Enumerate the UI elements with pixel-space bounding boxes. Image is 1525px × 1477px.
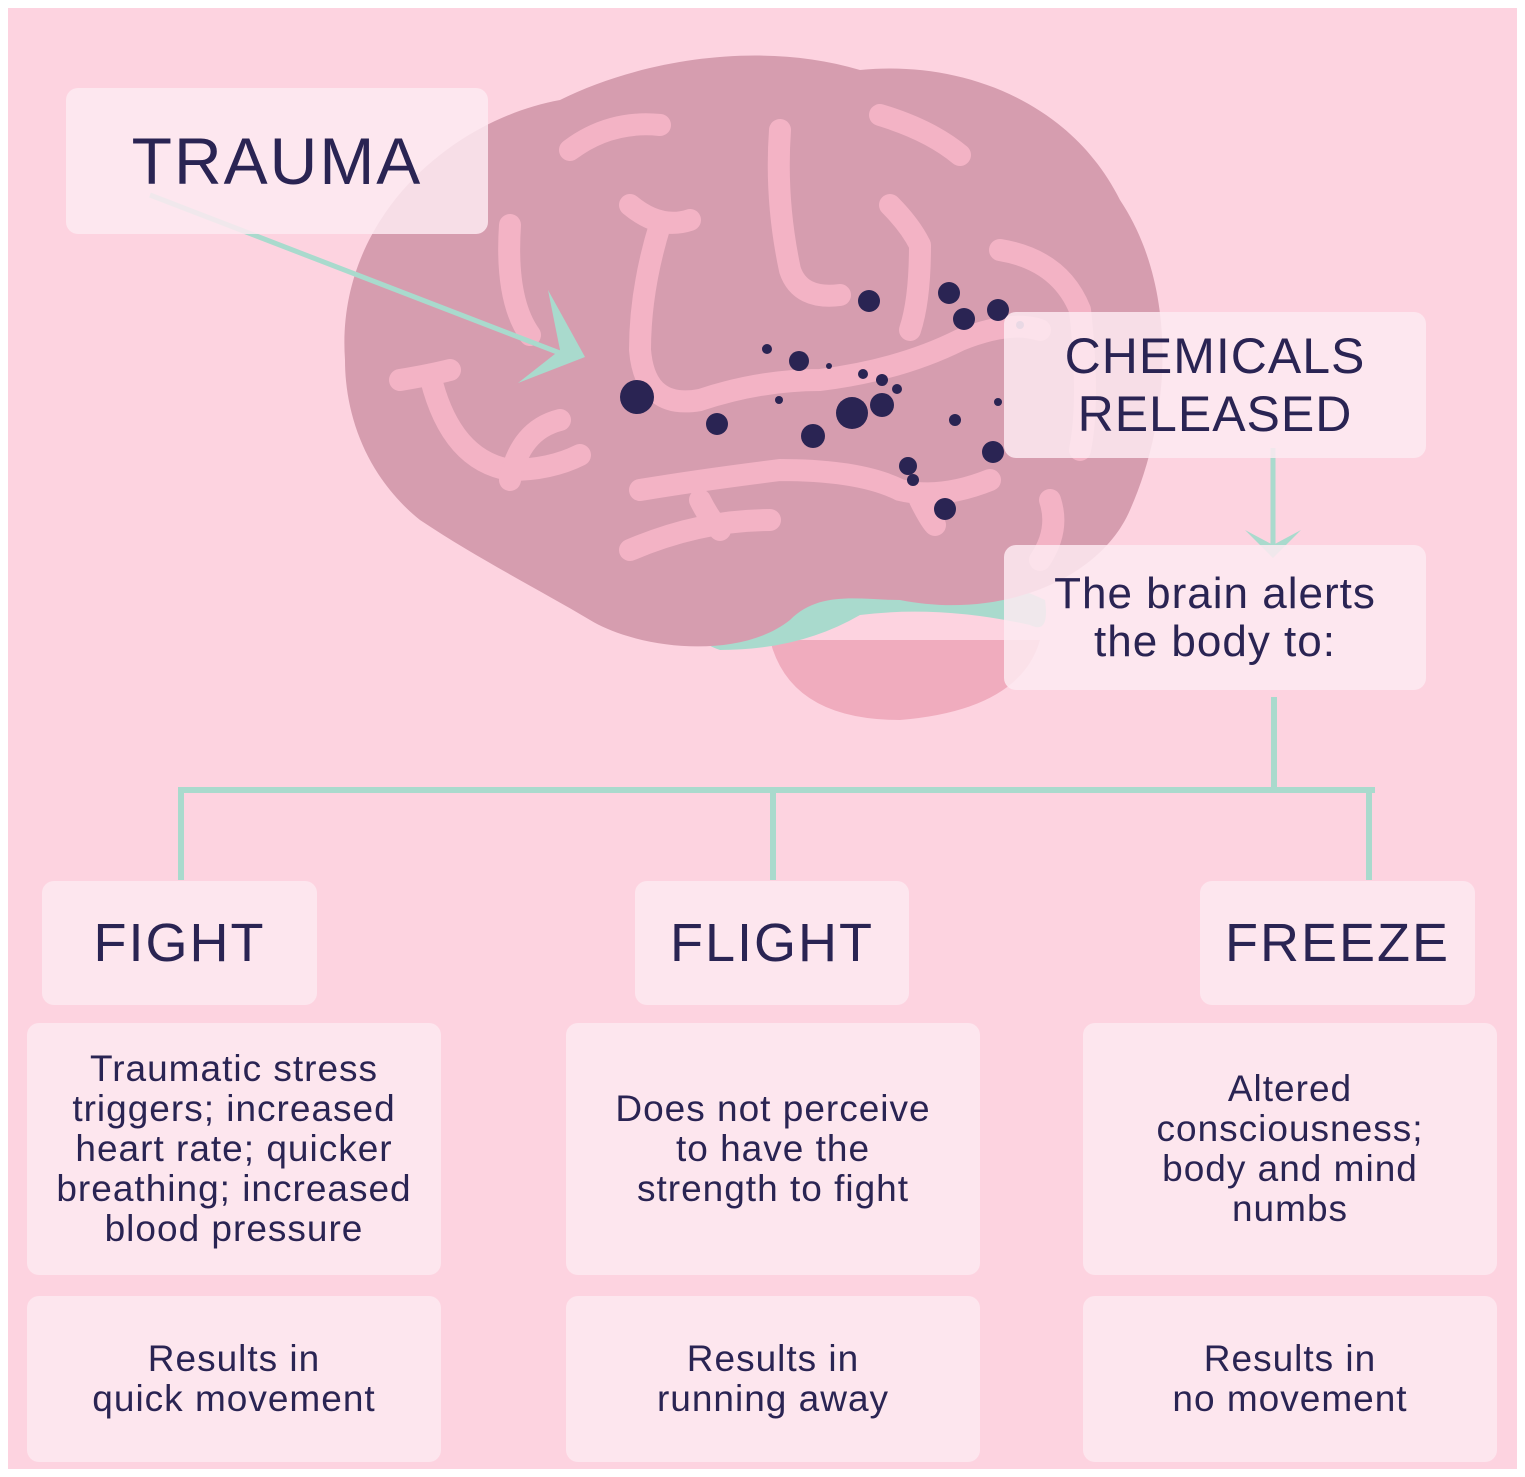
- fight-title: FIGHT: [42, 881, 317, 1005]
- cerebellum: [770, 640, 1040, 720]
- brain-alerts-label: The brain alerts the body to:: [1004, 545, 1426, 690]
- chemicals-arrow: [1245, 448, 1301, 558]
- flight-title: FLIGHT: [635, 881, 909, 1005]
- freeze-description: Altered consciousness; body and mind num…: [1083, 1023, 1497, 1275]
- fight-result: Results in quick movement: [27, 1296, 441, 1462]
- freeze-result: Results in no movement: [1083, 1296, 1497, 1462]
- flight-description: Does not perceive to have the strength t…: [566, 1023, 980, 1275]
- flight-result: Results in running away: [566, 1296, 980, 1462]
- branch-connector: [178, 697, 1375, 880]
- trauma-label: TRAUMA: [66, 88, 488, 234]
- freeze-title: FREEZE: [1200, 881, 1475, 1005]
- fight-description: Traumatic stress triggers; increased hea…: [27, 1023, 441, 1275]
- chemicals-released-label: CHEMICALS RELEASED: [1004, 312, 1426, 458]
